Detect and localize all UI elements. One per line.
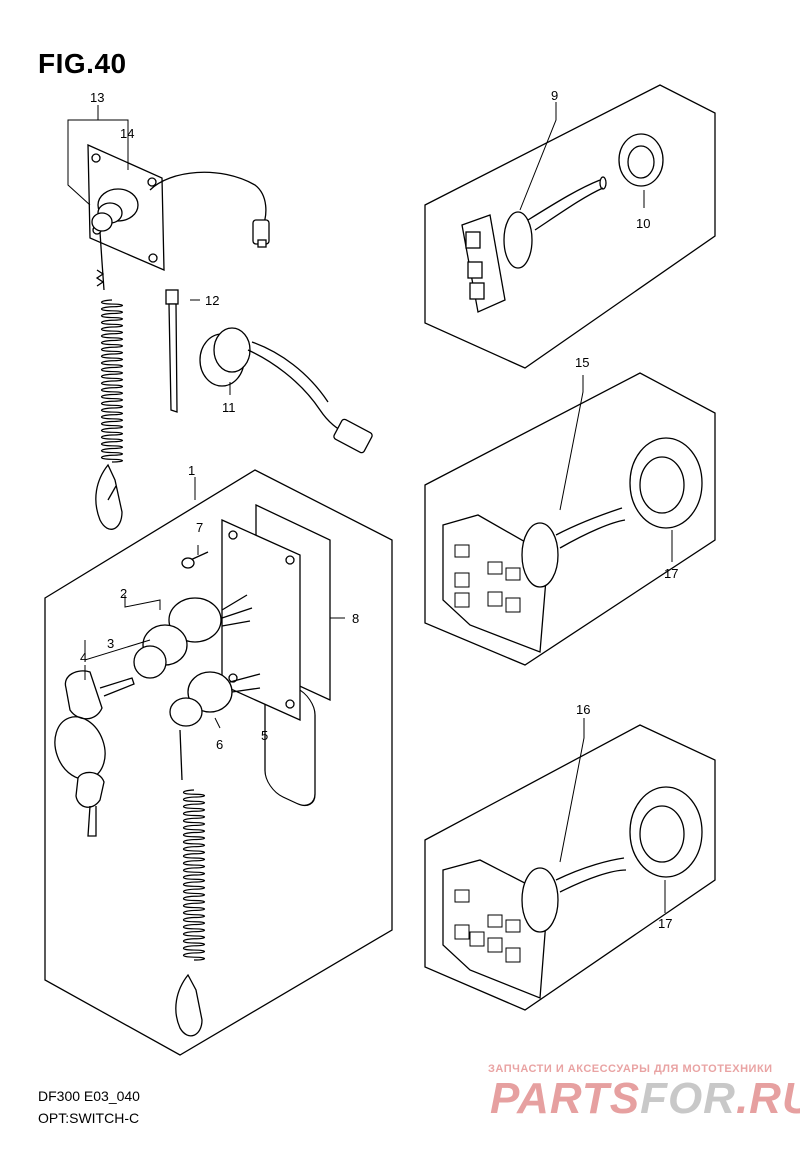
callout-11: 11 xyxy=(222,400,236,415)
section-name: OPT:SWITCH-C xyxy=(38,1110,140,1126)
callout-10: 10 xyxy=(636,216,650,231)
callout-2: 2 xyxy=(120,586,127,601)
watermark-logo-main: PARTS xyxy=(490,1074,641,1123)
coil-lanyard-lower xyxy=(182,789,206,961)
callout-6: 6 xyxy=(216,737,223,752)
stop-switch-assembly xyxy=(87,143,270,530)
callout-4: 4 xyxy=(80,650,87,665)
callout-3: 3 xyxy=(107,636,114,651)
key-switch-kit-box xyxy=(44,469,393,1056)
watermark-logo: PARTSFOR.RU xyxy=(490,1074,800,1124)
switch-box-9 xyxy=(424,84,716,369)
callout-8: 8 xyxy=(352,611,359,626)
leader-lines xyxy=(67,102,673,913)
callout-15: 15 xyxy=(575,355,589,370)
callout-14: 14 xyxy=(120,126,134,141)
callout-17-bottom: 17 xyxy=(658,916,672,931)
switch-box-15 xyxy=(424,372,716,666)
callout-17-top: 17 xyxy=(664,566,678,581)
callout-labels: 13 14 12 11 1 2 3 4 7 8 5 6 9 10 15 17 1… xyxy=(80,88,678,931)
callout-5: 5 xyxy=(261,728,268,743)
callout-7: 7 xyxy=(196,520,203,535)
cable-tie xyxy=(165,289,179,413)
callout-1: 1 xyxy=(188,463,195,478)
coil-lanyards xyxy=(100,299,206,961)
callout-16: 16 xyxy=(576,702,590,717)
callout-12: 12 xyxy=(205,293,219,308)
watermark-tagline: ЗАПЧАСТИ И АКСЕССУАРЫ ДЛЯ МОТОТЕХНИКИ xyxy=(488,1063,773,1075)
switch-plug xyxy=(199,327,373,454)
watermark-logo-alt: FOR xyxy=(640,1074,736,1123)
coil-lanyard-upper xyxy=(100,299,124,463)
callout-9: 9 xyxy=(551,88,558,103)
callout-13: 13 xyxy=(90,90,104,105)
model-code: DF300 E03_040 xyxy=(38,1088,140,1104)
figure-title: FIG.40 xyxy=(38,48,127,79)
switch-box-16 xyxy=(424,724,716,1011)
watermark-logo-tld: .RU xyxy=(735,1074,800,1123)
